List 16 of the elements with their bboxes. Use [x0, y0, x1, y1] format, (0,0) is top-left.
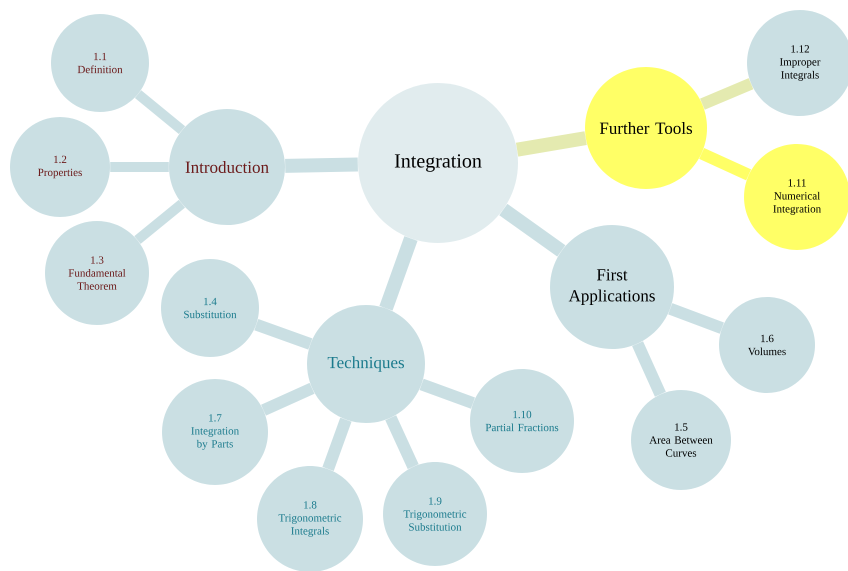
branch-connector [699, 148, 752, 180]
branch-connector [700, 78, 754, 110]
branch-connector [134, 200, 186, 244]
branch-connector [632, 341, 666, 397]
branch-connector [420, 378, 476, 409]
branch-connector [385, 415, 419, 470]
branch-connector [379, 236, 418, 311]
branch-connector [285, 158, 358, 173]
branch-connector [110, 162, 169, 172]
branch-connector [516, 131, 587, 157]
branch-connector [261, 382, 314, 416]
branch-connector [134, 90, 186, 134]
branch-connector [668, 303, 724, 334]
branch-connector [499, 204, 566, 257]
branch-connector [322, 418, 352, 471]
branch-connector [254, 318, 312, 350]
